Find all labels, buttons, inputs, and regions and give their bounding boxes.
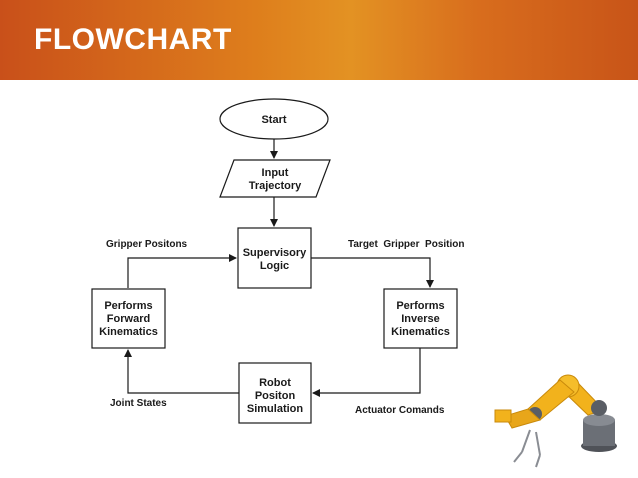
supervisory-logic-node: Supervisory Logic — [237, 227, 312, 289]
edge-label-actuator-commands: Actuator Comands — [355, 405, 445, 416]
inverse-kinematics-node: Performs Inverse Kinematics — [383, 288, 458, 349]
forward-node-line-2: Forward — [107, 313, 150, 325]
input-node-line-1: Input — [262, 167, 289, 179]
edge-inverse-to-simulation — [312, 348, 421, 397]
supervisory-node-line-2: Logic — [260, 260, 289, 272]
inverse-node-line-3: Kinematics — [391, 326, 450, 338]
simulation-node-line-1: Robot — [259, 377, 291, 389]
start-node: Start — [219, 98, 329, 140]
slide-title: FLOWCHART — [34, 23, 232, 56]
forward-kinematics-node: Performs Forward Kinematics — [91, 288, 166, 349]
supervisory-node-line-1: Supervisory — [243, 247, 307, 259]
robot-arm-icon — [494, 374, 617, 468]
edge-forward-to-supervisory — [127, 254, 237, 288]
forward-node-line-3: Kinematics — [99, 326, 158, 338]
edge-supervisory-to-inverse — [311, 257, 434, 288]
inverse-node-line-2: Inverse — [401, 313, 440, 325]
simulation-node-line-2: Positon — [255, 390, 296, 402]
robot-position-simulation-node: Robot Positon Simulation — [238, 362, 312, 424]
start-node-label: Start — [261, 114, 286, 126]
input-trajectory-node: Input Trajectory — [219, 159, 331, 198]
simulation-node-line-3: Simulation — [247, 403, 304, 415]
input-node-line-2: Trajectory — [249, 180, 302, 192]
edge-label-gripper-positions: Gripper Positons — [106, 239, 188, 250]
inverse-node-line-1: Performs — [396, 300, 444, 312]
edge-label-target-gripper-position: Target Gripper Position — [348, 239, 465, 250]
edge-simulation-to-forward — [124, 349, 239, 394]
edge-label-joint-states: Joint States — [110, 398, 167, 409]
title-banner: FLOWCHART — [0, 0, 638, 80]
forward-node-line-1: Performs — [104, 300, 152, 312]
